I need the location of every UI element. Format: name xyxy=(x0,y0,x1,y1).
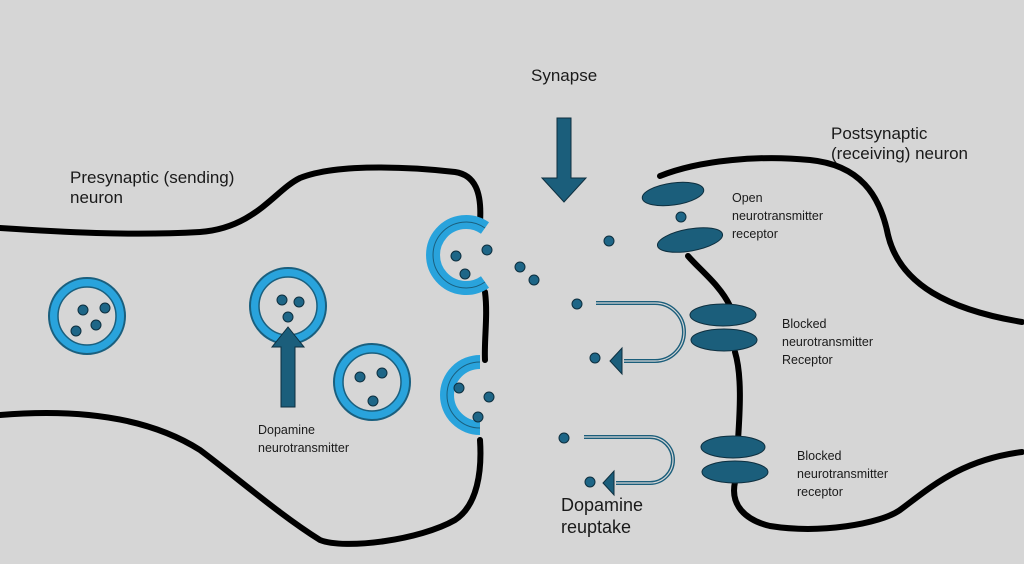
vesicle-2 xyxy=(249,267,327,345)
blocked-receptor-1-label: Blocked neurotransmitter Receptor xyxy=(782,315,873,369)
postsynaptic-membrane-seg1 xyxy=(685,253,733,309)
dopamine-label-line2: neurotransmitter xyxy=(258,441,350,456)
open-receptor-label-line2: neurotransmitter xyxy=(732,209,824,224)
open-receptor-label: Open neurotransmitter receptor xyxy=(732,189,823,243)
presynaptic-membrane-lower xyxy=(0,410,484,547)
reuptake-label-line1: Dopamine xyxy=(561,495,644,515)
fusing-vesicle-top xyxy=(426,215,493,295)
blocked-receptor-1-label-line3: Receptor xyxy=(782,353,833,368)
blocked-receptor-2-label-line1: Blocked xyxy=(797,449,842,463)
vesicle-1 xyxy=(48,277,126,355)
free-neurotransmitters xyxy=(514,211,687,488)
fusing-vesicle-bottom xyxy=(440,355,495,435)
blocked-receptor-2 xyxy=(700,435,769,484)
dopamine-reuptake-label: Dopamine reuptake xyxy=(561,495,643,538)
blocked-receptor-2-label-line2: neurotransmitter xyxy=(797,467,889,482)
blocked-receptor-1-label-line1: Blocked xyxy=(782,317,827,331)
presynaptic-label-line2: neuron xyxy=(70,188,123,208)
presynaptic-terminal-segment xyxy=(481,289,490,363)
blocked-receptor-2-label-line3: receptor xyxy=(797,485,843,500)
postsynaptic-label-line2: (receiving) neuron xyxy=(831,144,969,164)
blocked-receptor-2-label: Blocked neurotransmitter receptor xyxy=(797,447,888,501)
reuptake-arrow-2 xyxy=(584,435,675,497)
presynaptic-membrane-upper xyxy=(0,164,484,237)
reuptake-arrow-1 xyxy=(596,301,686,376)
open-receptor-label-line3: receptor xyxy=(732,227,778,242)
postsynaptic-membrane-seg2 xyxy=(732,349,743,443)
vesicle-3 xyxy=(333,343,411,421)
postsynaptic-label-line1: Postsynaptic xyxy=(831,124,928,143)
dopamine-arrow xyxy=(270,326,306,408)
dopamine-label-line1: Dopamine xyxy=(258,423,315,437)
dopamine-neurotransmitter-label: Dopamine neurotransmitter xyxy=(258,421,349,457)
open-receptor xyxy=(641,181,724,253)
synapse-label: Synapse xyxy=(531,66,598,85)
presynaptic-label: Presynaptic (sending) neuron xyxy=(70,168,234,209)
blocked-receptor-1 xyxy=(689,303,758,352)
presynaptic-label-line1: Presynaptic (sending) xyxy=(70,168,235,187)
postsynaptic-membrane-top xyxy=(657,155,1024,325)
open-receptor-label-line1: Open xyxy=(732,191,763,205)
postsynaptic-label: Postsynaptic (receiving) neuron xyxy=(831,124,968,165)
blocked-receptor-1-label-line2: neurotransmitter xyxy=(782,335,874,350)
reuptake-label-line2: reuptake xyxy=(561,516,632,537)
postsynaptic-membrane-bottom xyxy=(731,449,1024,532)
synapse-arrow xyxy=(540,117,588,203)
